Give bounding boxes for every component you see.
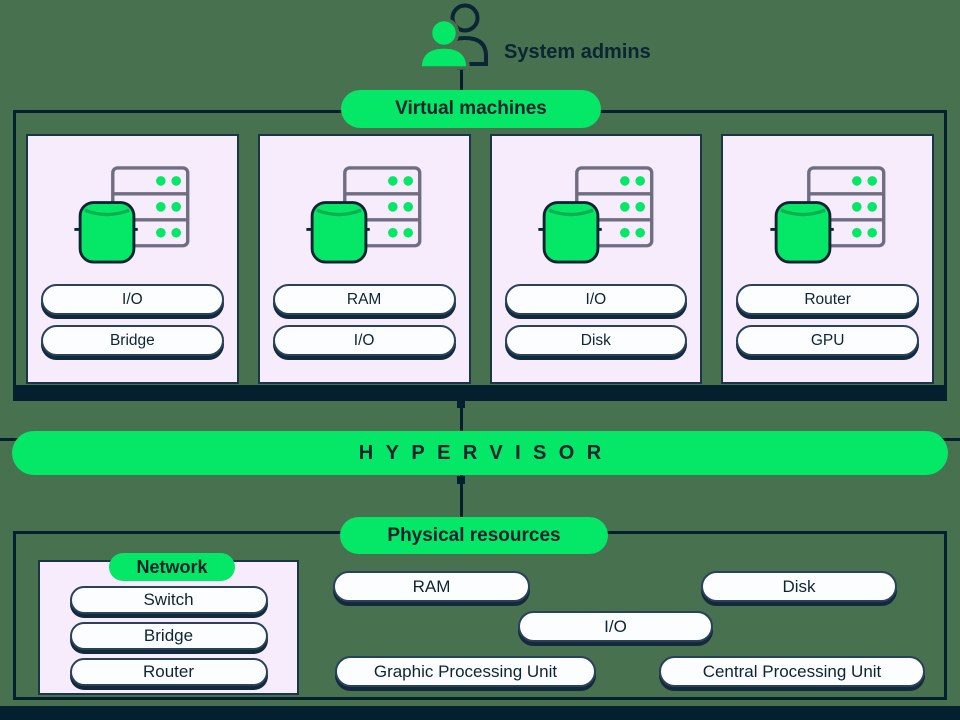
network-item-pill: Router <box>69 658 268 686</box>
bottom-band <box>0 706 960 720</box>
network-label: Network <box>109 553 235 581</box>
vm-card-3: I/O Disk <box>489 134 703 384</box>
connector-admins-to-vm <box>460 64 463 92</box>
vm-card-pills: RAM I/O <box>260 284 469 382</box>
resource-pill-ram: RAM <box>333 571 530 602</box>
vm-card-1: I/O Bridge <box>26 134 239 384</box>
resource-pill-io: I/O <box>518 611 713 642</box>
resource-pill: RAM <box>272 284 456 315</box>
vm-bottom-band <box>13 388 947 401</box>
connector-vm-to-hypervisor <box>460 401 463 432</box>
server-stack-icon <box>304 166 424 269</box>
physical-resources-label: Physical resources <box>340 517 608 554</box>
vm-card-pills: I/O Disk <box>492 284 701 382</box>
resource-pill: Bridge <box>41 325 224 356</box>
connector-hypervisor-to-physical <box>460 474 463 518</box>
resource-pill: Disk <box>504 325 688 356</box>
hypervisor-label: HYPERVISOR <box>12 431 948 475</box>
server-stack-icon <box>768 166 888 269</box>
vm-cards-row: I/O Bridge <box>26 134 934 384</box>
vm-card-2: RAM I/O <box>257 134 471 384</box>
resource-pill: GPU <box>736 325 919 356</box>
vm-card-4: Router GPU <box>721 134 934 384</box>
resource-pill-cpu: Central Processing Unit <box>659 656 925 687</box>
network-item-pill: Bridge <box>69 622 268 650</box>
server-stack-icon <box>72 166 192 269</box>
system-admins-label: System admins <box>504 41 651 63</box>
network-item-pill: Switch <box>69 586 268 614</box>
resource-pill: I/O <box>504 284 688 315</box>
resource-pill-disk: Disk <box>701 571 897 602</box>
vm-card-pills: Router GPU <box>723 284 932 382</box>
resource-pill: I/O <box>272 325 456 356</box>
resource-pill: I/O <box>41 284 224 315</box>
resource-pill-gpu: Graphic Processing Unit <box>335 656 596 687</box>
physical-resources-container: Switch Bridge Router Network RAM Disk I/… <box>13 531 947 700</box>
vm-card-pills: I/O Bridge <box>28 284 237 382</box>
system-admins-group: System admins <box>408 2 651 70</box>
server-stack-icon <box>536 166 656 269</box>
virtual-machines-label: Virtual machines <box>341 90 601 128</box>
two-people-icon <box>418 3 488 70</box>
resource-pill: Router <box>736 284 919 315</box>
